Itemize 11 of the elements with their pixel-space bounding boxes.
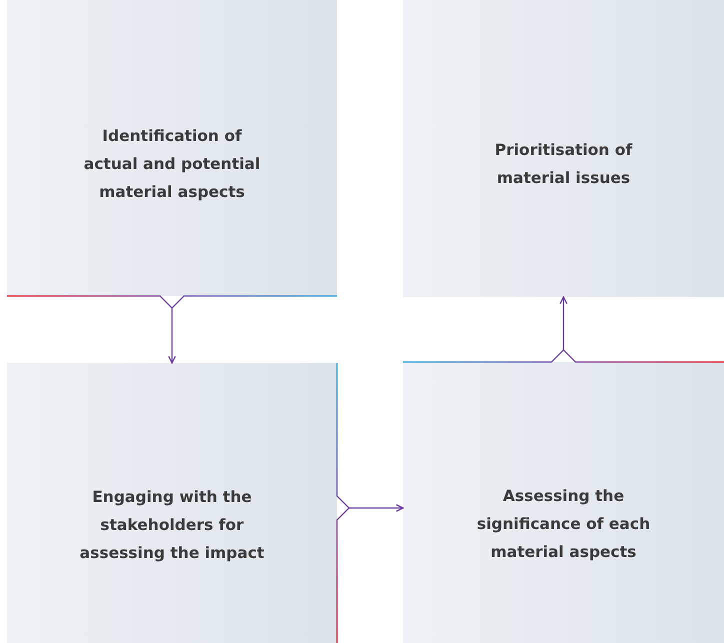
arrow bbox=[349, 504, 404, 512]
process-box bbox=[7, 363, 337, 643]
process-box bbox=[403, 362, 724, 643]
arrow bbox=[560, 296, 568, 350]
step-label: Assessing the significance of each material aspects bbox=[476, 486, 652, 563]
arrow bbox=[168, 308, 176, 364]
step-label: Identification of actual and potential material aspects bbox=[82, 126, 262, 203]
process-box bbox=[7, 0, 337, 296]
step-label: Prioritisation of material issues bbox=[494, 140, 634, 189]
step-label: Engaging with the stakeholders for assessing the impact bbox=[78, 487, 266, 564]
process-box bbox=[403, 0, 724, 297]
